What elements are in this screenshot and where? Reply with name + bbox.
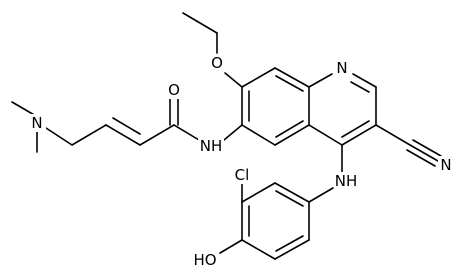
bond-p4-p5 [241, 239, 276, 260]
bond-ch2-ch3 [182, 12, 218, 34]
bond-c7-c8 [241, 67, 276, 88]
atom-n-nitrile: N [440, 156, 451, 174]
bond-c3-c4-inner [341, 120, 370, 138]
atom-o-carbonyl: O [168, 81, 180, 99]
bond-c4a-c5-inner [275, 120, 304, 138]
atom-labels: N O NH O N N NH Cl HO [29, 54, 455, 269]
bond-p5-p6 [274, 239, 310, 260]
bond-p4-oh [219, 239, 243, 254]
bond-c3-cn [375, 124, 411, 146]
atom-cl: Cl [235, 166, 250, 184]
bond-triple-3 [406, 149, 436, 167]
bond-carbonyl-nh [173, 124, 200, 141]
bond-c8a-n1 [308, 73, 333, 88]
bond-p5-p6-inner [275, 235, 304, 252]
atom-ho: HO [193, 251, 216, 269]
bond-nh-ring [223, 124, 243, 141]
bond-ch-carbonyl [139, 124, 175, 146]
bond-c4a-c5 [274, 124, 310, 146]
atom-nh-amide: NH [200, 137, 223, 155]
bond-alkene [105, 124, 141, 146]
bond-ch2-ch [71, 124, 107, 146]
atom-nh-aniline: NH [335, 172, 358, 190]
bond-p1-p2 [274, 182, 310, 203]
bond-c4-c4a [308, 124, 343, 146]
bond-n1-c2-inner [350, 81, 370, 93]
bond-c7-o [224, 72, 243, 88]
bond-c5-c6 [241, 124, 276, 146]
bonds [11, 12, 442, 260]
bond-triple-1 [409, 144, 439, 162]
bond-n1-c2 [352, 73, 377, 88]
bond-p1-p2-inner [275, 190, 304, 207]
atom-n-amine: N [31, 114, 42, 132]
bond-triple-2 [412, 139, 442, 157]
bond-n-ch2 [45, 127, 73, 146]
bond-nh-aryl [308, 187, 334, 203]
atom-n-quinoline: N [336, 59, 347, 77]
bond-c3-c4 [341, 124, 377, 146]
bond-c8-c8a [274, 67, 310, 88]
bond-c8-c8a-inner [275, 75, 304, 92]
bond-alkene-second [112, 117, 141, 135]
atom-o-ethoxy: O [211, 54, 223, 72]
bond-p2-p3 [241, 182, 276, 203]
bond-nme-upper [11, 101, 37, 117]
